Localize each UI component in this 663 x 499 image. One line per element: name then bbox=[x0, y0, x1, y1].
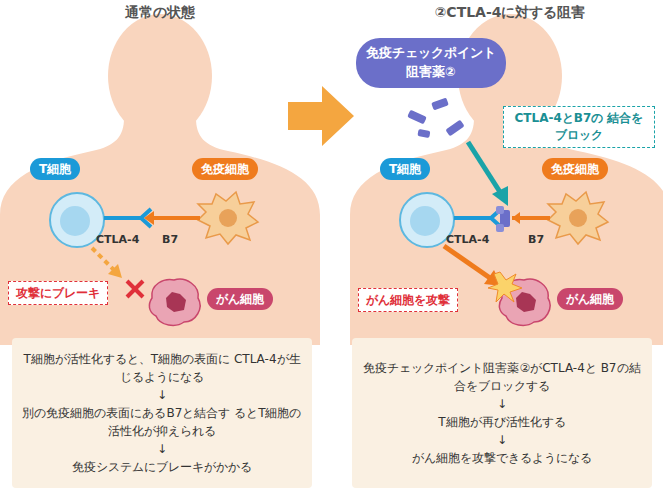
node-text: ↓ bbox=[22, 440, 302, 458]
cell-tag: がん細胞 bbox=[207, 288, 273, 310]
b7-stem bbox=[154, 216, 200, 220]
callout-box: CTLA-4とB7の 結合をブロック bbox=[503, 106, 655, 148]
cell-tag: T細胞 bbox=[30, 158, 80, 180]
node-text: がん細胞 bbox=[216, 291, 264, 307]
receptor-name: CTLA-4 bbox=[446, 233, 489, 246]
ctla4-stem bbox=[454, 216, 491, 220]
blocked-head bbox=[108, 264, 122, 278]
explanation-panel: T細胞が活性化すると、T細胞の表面に CTLA-4が生じるようになる↓別の免疫細… bbox=[12, 338, 312, 488]
ligand-name: B7 bbox=[528, 233, 544, 246]
cancer-left bbox=[149, 279, 200, 325]
block-pointer bbox=[468, 142, 500, 192]
node-text: 免疫細胞 bbox=[201, 161, 249, 177]
b7-ligand bbox=[512, 212, 520, 224]
node-text: T細胞 bbox=[389, 161, 421, 177]
attack-arrow bbox=[444, 246, 490, 278]
ligand-name: B7 bbox=[162, 233, 178, 246]
node-text: ↓ bbox=[362, 431, 642, 449]
node-text: ↓ bbox=[362, 395, 642, 413]
shape bbox=[445, 120, 464, 137]
cross bbox=[127, 281, 143, 297]
blocked-attack bbox=[92, 248, 114, 270]
node-text: T細胞が活性化すると、T細胞の表面に CTLA-4が生じるようになる bbox=[22, 350, 302, 386]
cell-tag: 免疫細胞 bbox=[542, 158, 608, 180]
panel-title: 通常の状態 bbox=[125, 4, 195, 22]
node-text: がん細胞 bbox=[566, 291, 614, 307]
transition-arrow bbox=[288, 86, 354, 146]
drug-block bbox=[496, 206, 504, 214]
node-text: T細胞が再び活性化する bbox=[362, 413, 642, 431]
cell-tag: がん細胞 bbox=[557, 288, 623, 310]
node-text: 別の免疫細胞の表面にあるB7と結合す るとT細胞の活性化が抑えられる bbox=[22, 404, 302, 440]
drug-tag: 免疫チェックポイント 阻害薬② bbox=[356, 38, 506, 88]
drug-block bbox=[496, 224, 504, 232]
node-text: CTLA-4とB7の 結合をブロック bbox=[510, 110, 648, 144]
ctla4-stem bbox=[104, 216, 141, 220]
panel-title: ②CTLA-4に対する阻害 bbox=[435, 4, 586, 22]
cell-tag: 免疫細胞 bbox=[192, 158, 258, 180]
shape bbox=[431, 98, 449, 111]
body-left bbox=[0, 14, 320, 345]
explanation-panel: 免疫チェックポイント阻害薬②がCTLA-4と B7の結合をブロックする↓T細胞が… bbox=[352, 338, 652, 488]
node-text: 免疫チェックポイント 阻害薬② bbox=[362, 44, 500, 82]
b7-ligand bbox=[144, 211, 154, 225]
immune-right bbox=[548, 192, 608, 244]
immune-left bbox=[198, 192, 258, 244]
node-text: 免疫システムにブレーキがかかる bbox=[22, 458, 302, 476]
t-cell-left bbox=[50, 193, 104, 247]
cross bbox=[127, 281, 143, 297]
node-text: がん細胞を攻撃できるようになる bbox=[362, 449, 642, 467]
t-cell-right bbox=[400, 193, 454, 247]
shape bbox=[417, 129, 430, 138]
block-pointer-head bbox=[492, 186, 508, 206]
drug-molecules bbox=[407, 98, 465, 138]
node-text: 免疫チェックポイント阻害薬②がCTLA-4と B7の結合をブロックする bbox=[362, 359, 642, 395]
node-text: 攻撃にブレーキ bbox=[16, 285, 100, 301]
impact-burst bbox=[488, 272, 522, 302]
shape bbox=[407, 110, 427, 125]
node-text: がん細胞を攻撃 bbox=[366, 292, 450, 308]
node-text: 免疫細胞 bbox=[551, 161, 599, 177]
node-text: T細胞 bbox=[39, 161, 71, 177]
status-box: 攻撃にブレーキ bbox=[8, 281, 108, 305]
body-right bbox=[350, 14, 663, 345]
cell-tag: T細胞 bbox=[380, 158, 430, 180]
node-text: ↓ bbox=[22, 386, 302, 404]
receptor-name: CTLA-4 bbox=[96, 233, 139, 246]
status-box: がん細胞を攻撃 bbox=[358, 288, 458, 312]
